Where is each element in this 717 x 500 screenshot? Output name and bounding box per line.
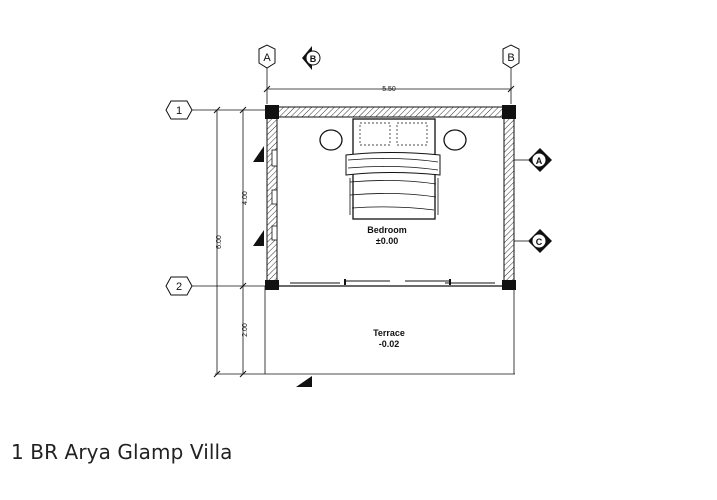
grid-marker-column-a: A <box>258 44 276 104</box>
svg-text:A: A <box>263 52 271 64</box>
svg-text:2.00: 2.00 <box>242 323 249 337</box>
section-marker-c: C <box>514 229 552 253</box>
plan-caption: 1 BR Arya Glamp Villa <box>11 440 233 464</box>
svg-text:4.00: 4.00 <box>242 191 249 205</box>
dimension-total-depth: 6.00 <box>213 106 223 378</box>
room-label-bedroom: Bedroom ±0.00 <box>367 225 407 246</box>
svg-text:2: 2 <box>176 281 182 293</box>
svg-text:-0.02: -0.02 <box>379 339 400 349</box>
grid-marker-row-2: 2 <box>165 276 267 296</box>
section-marker-a: A <box>514 148 552 172</box>
svg-text:B: B <box>310 54 317 64</box>
bed-furniture <box>319 118 467 220</box>
svg-text:6.00: 6.00 <box>216 235 223 249</box>
dimension-terrace-depth: 2.00 <box>239 286 249 378</box>
svg-text:A: A <box>536 156 543 166</box>
left-wall-windows <box>253 146 278 246</box>
dimension-bedroom-depth: 4.00 <box>239 106 249 290</box>
section-marker-b: B <box>302 46 321 70</box>
grid-marker-row-1: 1 <box>165 100 267 120</box>
sliding-doors <box>290 279 495 285</box>
room-label-terrace: Terrace -0.02 <box>373 328 405 349</box>
svg-text:1: 1 <box>176 105 182 117</box>
svg-text:B: B <box>507 52 514 64</box>
dimension-width: 5.50 <box>263 85 515 93</box>
svg-text:5.50: 5.50 <box>382 86 396 93</box>
floor-plan-drawing: A B B 5.50 1 2 6.00 4.00 <box>165 44 552 387</box>
svg-text:Terrace: Terrace <box>373 328 405 338</box>
svg-text:C: C <box>536 237 543 247</box>
grid-marker-column-b: B <box>502 44 520 104</box>
svg-text:±0.00: ±0.00 <box>376 236 398 246</box>
svg-text:Bedroom: Bedroom <box>367 225 407 235</box>
